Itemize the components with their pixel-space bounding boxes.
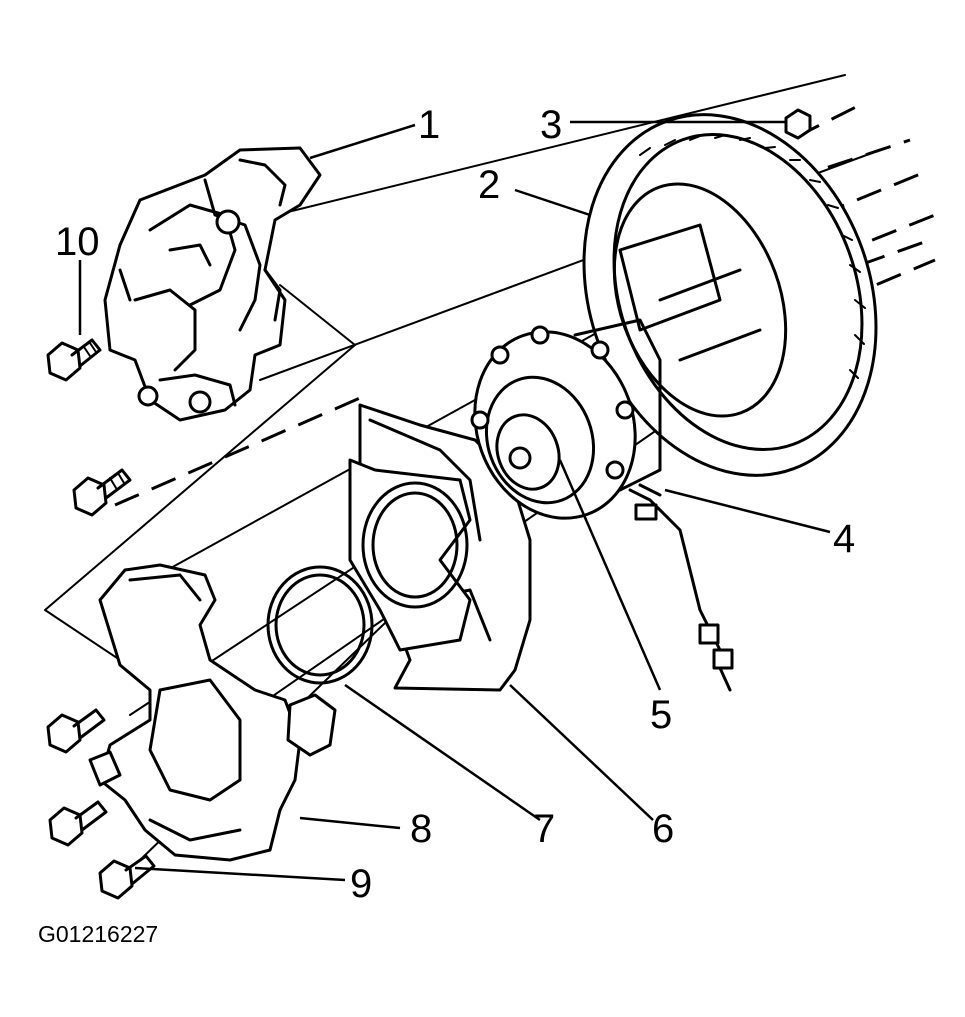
callout-5: 5 — [650, 693, 672, 737]
caliper-bolt-upper — [46, 338, 102, 382]
callout-8: 8 — [410, 807, 432, 851]
wheel-nut — [784, 108, 812, 140]
steering-knuckle — [88, 563, 337, 862]
hub-seal-ring — [266, 565, 374, 685]
callout-1: 1 — [418, 103, 440, 147]
figure-id: G01216227 — [38, 921, 158, 947]
knuckle-bolt-middle — [48, 800, 108, 847]
caliper-bolt-lower — [72, 468, 132, 517]
callout-6: 6 — [652, 807, 674, 851]
wheel-hub-bearing — [470, 318, 662, 520]
brake-caliper — [103, 146, 322, 422]
callout-3: 3 — [540, 103, 562, 147]
callout-9: 9 — [350, 862, 372, 906]
backing-plate — [348, 458, 472, 652]
knuckle-bolt-upper — [46, 708, 106, 754]
callout-7: 7 — [533, 807, 555, 851]
callout-10: 10 — [55, 220, 100, 264]
leader-lines — [78, 120, 831, 882]
knuckle-bolt-lower — [98, 854, 156, 900]
wheel-speed-sensor-harness — [628, 483, 734, 692]
callout-4: 4 — [833, 517, 855, 561]
callout-2: 2 — [478, 163, 500, 207]
